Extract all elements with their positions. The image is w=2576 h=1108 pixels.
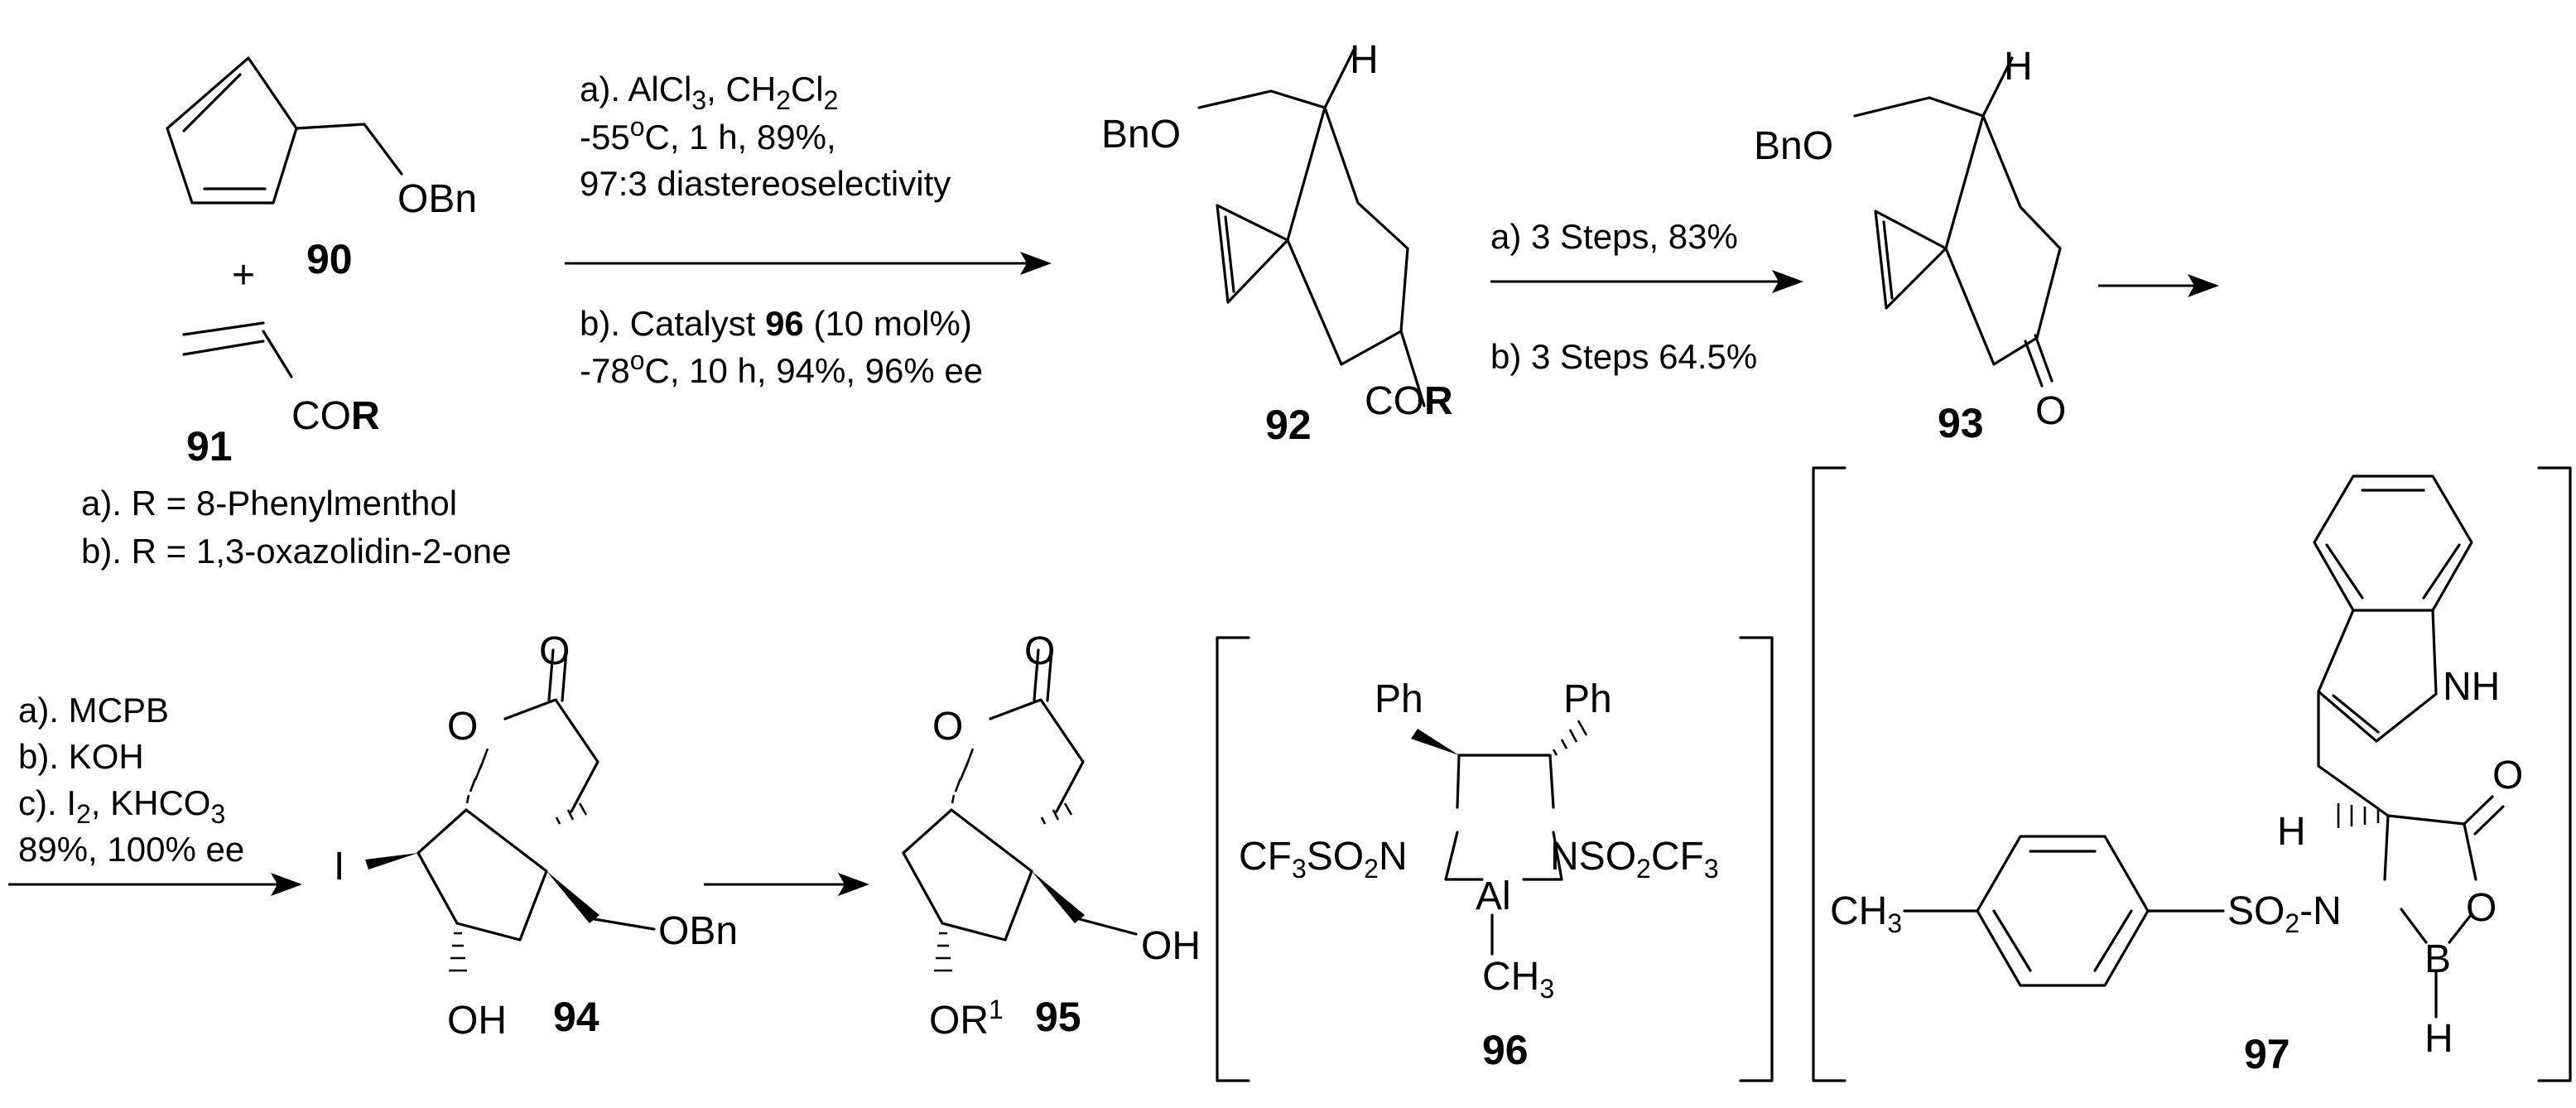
hashed-bond-95-o <box>951 748 975 804</box>
conditions-step-1: a). AlCl3, CH2Cl2 -55oC, 1 h, 89%, 97:3 … <box>580 70 983 390</box>
co-label-92: COR <box>1365 379 1453 423</box>
nh-label-97: NH <box>2443 665 2500 709</box>
condition-1b-line2: -78oC, 10 h, 94%, 96% ee <box>580 345 983 390</box>
compound-92: H BnO COR 92 <box>1101 38 1453 448</box>
compound-94: O O I OH OBn 94 <box>334 629 738 1043</box>
bno-label-93: BnO <box>1754 124 1833 168</box>
condition-3c: c). I2, KHCO3 <box>18 783 225 829</box>
r-definition-b: b). R = 1,3-oxazolidin-2-one <box>81 532 511 571</box>
arrow-step-3 <box>8 873 302 896</box>
compound-93: H BnO O 93 <box>1754 45 2066 446</box>
carbonyl-o-label-94: O <box>539 629 570 673</box>
compound-number-93: 93 <box>1938 400 1984 446</box>
hashed-bond-94-fusion <box>555 802 588 825</box>
arrow-step-1 <box>565 252 1052 275</box>
condition-1b-line1: b). Catalyst 96 (10 mol%) <box>580 304 972 343</box>
or-label-95: OR1 <box>929 995 1004 1043</box>
compound-number-95: 95 <box>1035 994 1081 1040</box>
b-label-97: B <box>2424 937 2451 981</box>
condition-1a-line2: -55oC, 1 h, 89%, <box>580 112 836 157</box>
oh-label-94: OH <box>447 999 507 1043</box>
ring-o-label-97: O <box>2466 886 2497 930</box>
compound-95: O O OH OR1 95 <box>902 629 1201 1043</box>
oh-label-95: OH <box>1141 924 1201 968</box>
compound-number-91: 91 <box>186 423 233 470</box>
condition-2a: a) 3 Steps, 83% <box>1490 217 1738 256</box>
compound-96: Ph Ph CF3SO2N NSO2CF3 Al CH3 96 <box>1216 636 1774 1082</box>
left-n-substituent-96: CF3SO2N <box>1239 835 1408 884</box>
compound-number-90: 90 <box>306 236 353 282</box>
compound-97: NH H O O SO2-N B H CH3 97 <box>1812 466 2572 1082</box>
compound-number-97: 97 <box>2244 1031 2290 1077</box>
h-label-97: H <box>2277 810 2306 854</box>
ph-label-left-96: Ph <box>1375 677 1423 721</box>
o-label-93: O <box>2035 389 2066 433</box>
hashed-bond-97-h <box>2337 803 2380 828</box>
hashed-bond-95-fusion <box>1040 802 1073 825</box>
hashed-bond-94-oh <box>449 932 467 972</box>
condition-2b: b) 3 Steps 64.5% <box>1490 337 1757 376</box>
ring-o-label-94: O <box>447 705 478 749</box>
obn-label-90: OBn <box>397 177 477 221</box>
right-n-substituent-96: NSO2CF3 <box>1550 835 1719 884</box>
hashed-bond-95-or <box>934 932 952 972</box>
condition-1a-line1: a). AlCl3, CH2Cl2 <box>580 70 838 115</box>
arrow-step-continue <box>2098 274 2219 297</box>
bh-label-97: H <box>2424 1017 2453 1061</box>
bno-label-92: BnO <box>1101 113 1181 157</box>
conditions-step-3: a). MCPB b). KOH c). I2, KHCO3 89%, 100%… <box>18 691 244 869</box>
sulfonyl-n-label-97: SO2-N <box>2227 889 2342 938</box>
plus-sign: + <box>232 253 255 297</box>
r-definition-a: a). R = 8-Phenylmenthol <box>81 484 457 523</box>
ch3-label-97: CH3 <box>1830 889 1902 938</box>
compound-number-92: 92 <box>1265 402 1312 448</box>
arrow-step-4 <box>704 873 869 896</box>
compound-90: OBn 90 <box>166 56 477 282</box>
condition-3a: a). MCPB <box>18 691 169 730</box>
arrow-step-2 <box>1490 270 1803 293</box>
obn-label-94: OBn <box>658 909 738 953</box>
ring-o-label-95: O <box>932 705 963 749</box>
co-label-91: COR <box>291 394 380 438</box>
compound-91: COR 91 <box>182 321 380 470</box>
h-label-93: H <box>2004 45 2033 89</box>
compound-number-94: 94 <box>553 994 599 1040</box>
hashed-bond-96-ph <box>1552 720 1588 756</box>
carbonyl-o-label-95: O <box>1024 629 1055 673</box>
compound-number-96: 96 <box>1482 1027 1529 1073</box>
i-label-94: I <box>334 845 344 889</box>
ch3-label-96: CH3 <box>1482 955 1554 1004</box>
ph-label-right-96: Ph <box>1563 677 1612 721</box>
condition-3d: 89%, 100% ee <box>18 830 244 869</box>
al-label-96: Al <box>1476 874 1511 918</box>
h-label-92: H <box>1350 38 1379 82</box>
condition-3b: b). KOH <box>18 737 144 776</box>
hashed-bond-94-o <box>465 748 489 804</box>
carbonyl-o-label-97: O <box>2492 754 2523 797</box>
condition-1a-line3: 97:3 diastereoselectivity <box>580 164 951 203</box>
